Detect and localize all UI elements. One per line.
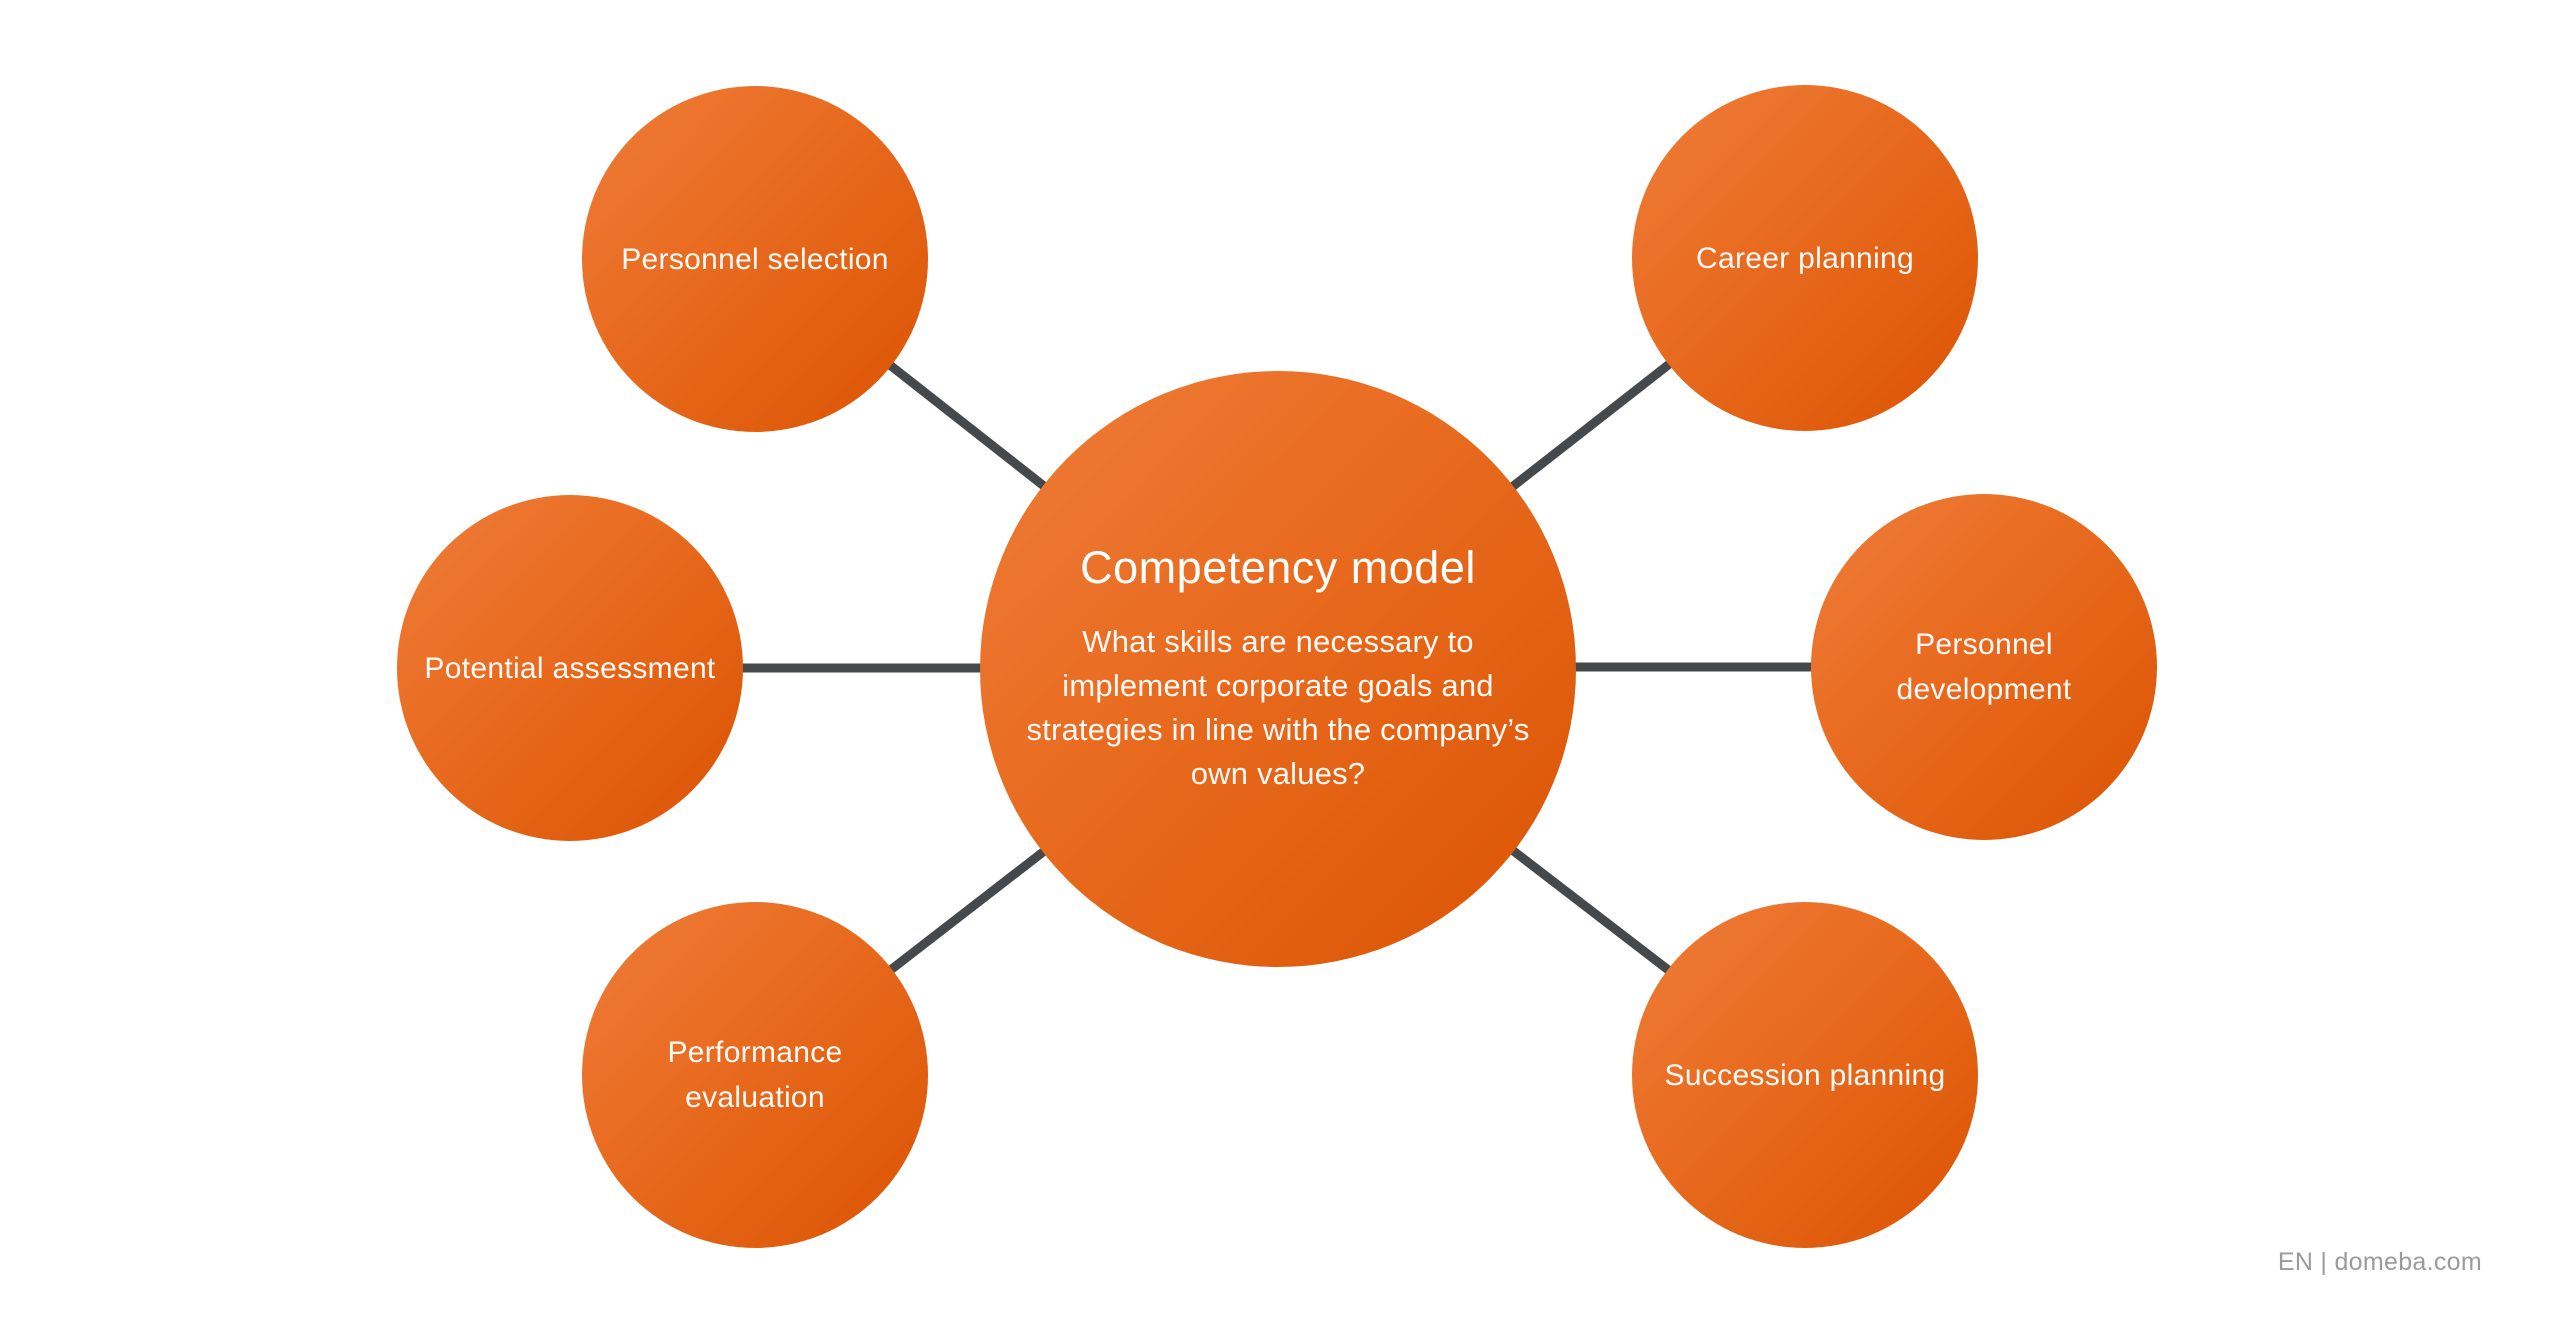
node-label: Potential assessment (424, 651, 716, 685)
node-label: Performance evaluation (667, 1036, 843, 1114)
node-personnel-development: Personnel development (1811, 494, 2157, 840)
center-node-title: Competency model (1080, 542, 1476, 593)
center-description-line: implement corporate goals and (1062, 668, 1494, 703)
node-career-planning: Career planning (1632, 85, 1978, 431)
node-potential-assessment: Potential assessment (397, 495, 743, 841)
center-node-description: What skills are necessary to implement c… (1026, 620, 1529, 796)
node-label: Personnel selection (621, 242, 889, 276)
node-personnel-selection: Personnel selection (582, 86, 928, 432)
node-label: Career planning (1696, 241, 1914, 275)
node-performance-evaluation: Performance evaluation (582, 902, 928, 1248)
footer-branding: EN | domeba.com (2277, 1248, 2482, 1276)
center-description-line: What skills are necessary to (1082, 624, 1474, 659)
node-label: Succession planning (1664, 1058, 1946, 1092)
center-node-competency-model: Competency model What skills are necessa… (980, 371, 1576, 967)
node-label: Personnel development (1896, 628, 2072, 706)
node-succession-planning: Succession planning (1632, 902, 1978, 1248)
center-description-line: strategies in line with the company’s (1026, 712, 1530, 747)
center-description-line: own values? (1190, 756, 1366, 791)
